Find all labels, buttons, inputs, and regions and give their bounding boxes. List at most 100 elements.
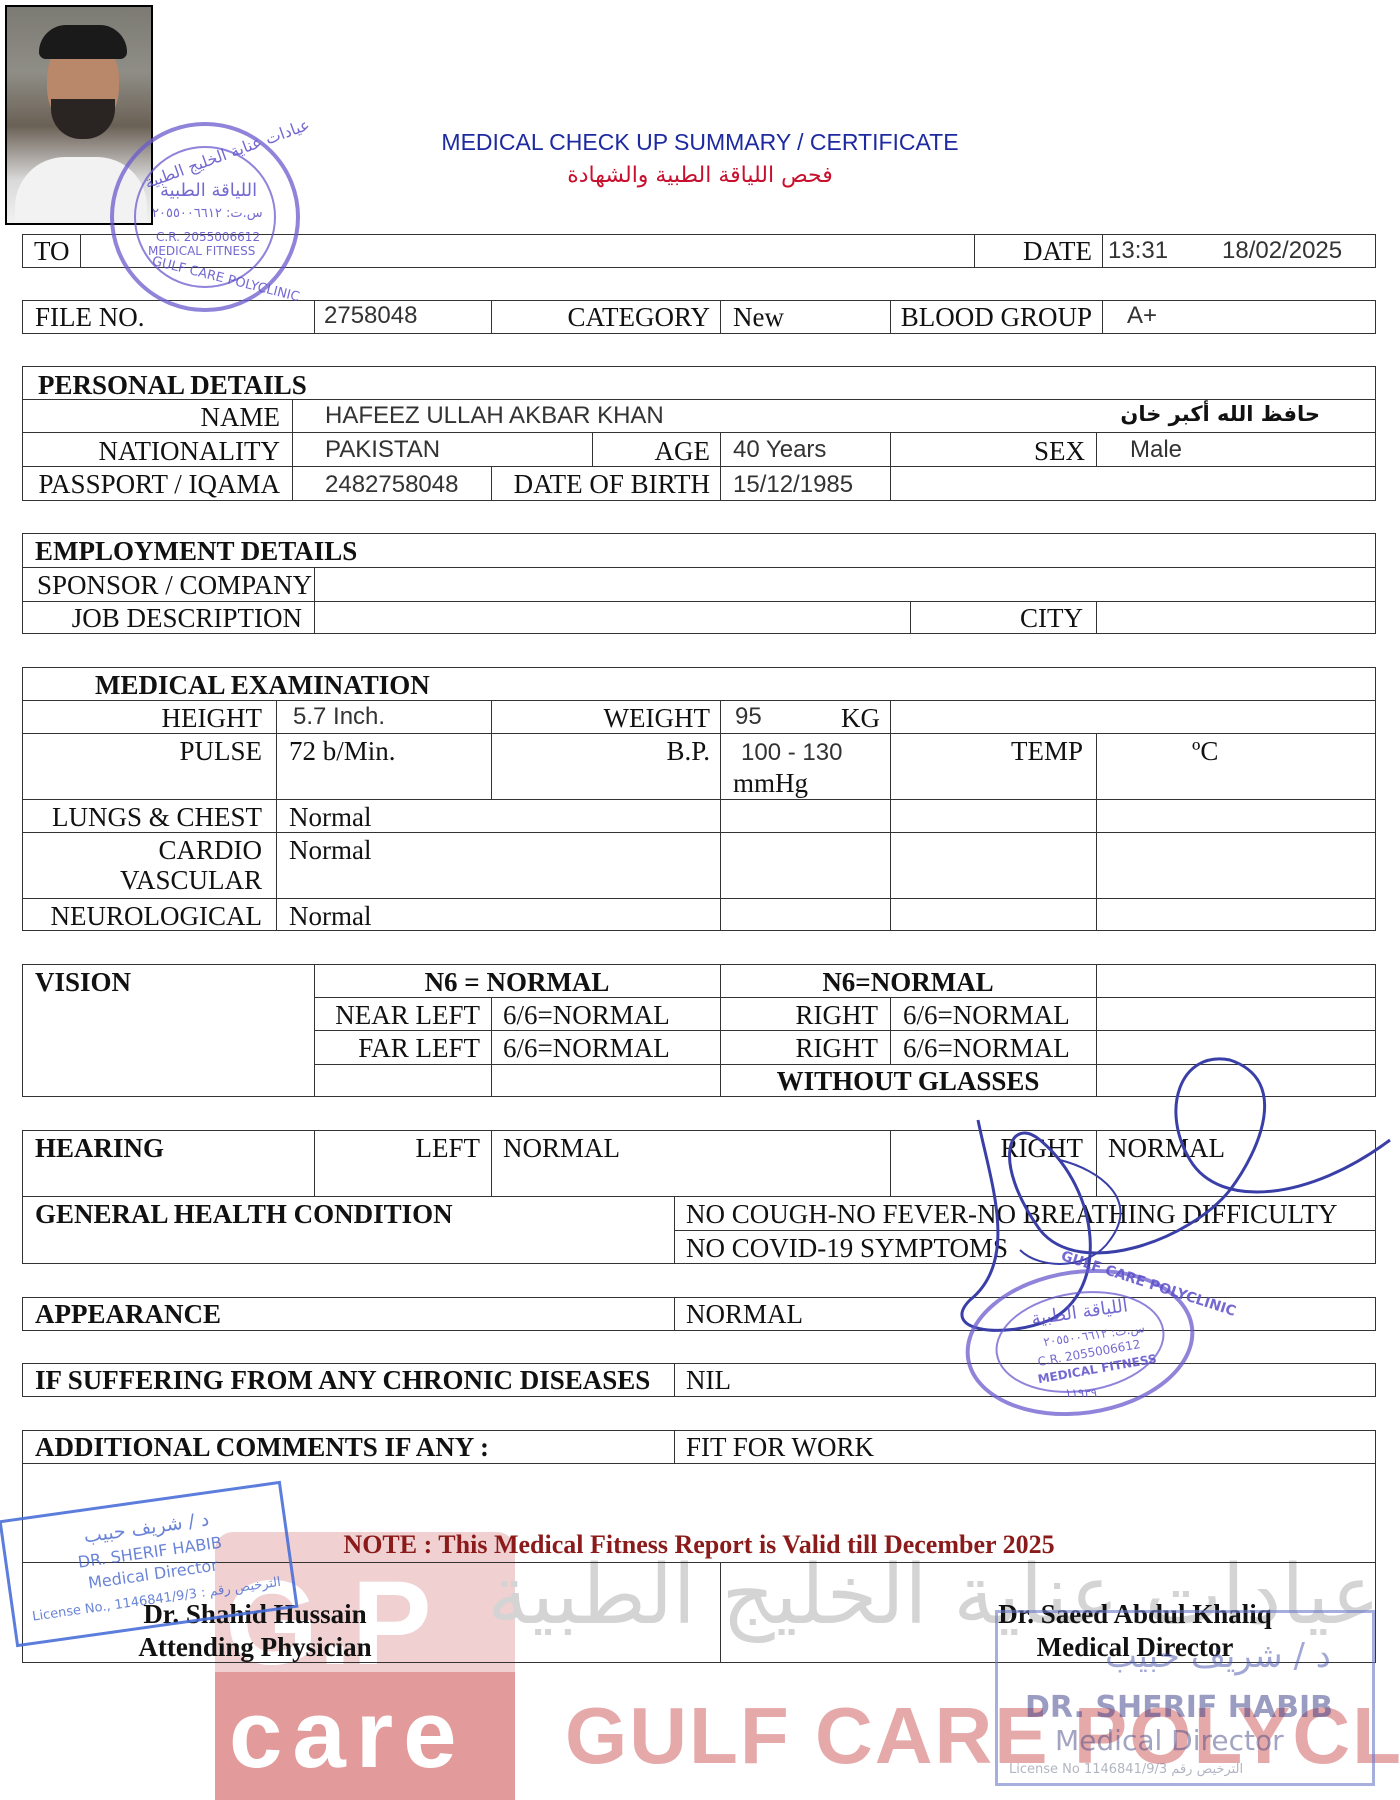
watermark-english: GULF CARE POLYCLINIC xyxy=(565,1691,1400,1780)
far-right-value: 6/6=NORMAL xyxy=(903,1033,1070,1063)
temp-unit: ºC xyxy=(1192,736,1219,766)
comments-value: FIT FOR WORK xyxy=(686,1432,875,1462)
hearing-right-value: NORMAL xyxy=(1108,1133,1226,1163)
blood-group-label: BLOOD GROUP xyxy=(900,302,1092,332)
appearance-heading: APPEARANCE xyxy=(35,1299,221,1329)
watermark-logo-bottom: care xyxy=(229,1681,467,1788)
pulse-value: 72 b/Min. xyxy=(289,736,396,766)
medical-director-name: Dr. Saeed Abdul Khaliq xyxy=(998,1599,1272,1629)
lungs-label: LUNGS & CHEST xyxy=(51,802,262,832)
certificate-title: MEDICAL CHECK UP SUMMARY / CERTIFICATE xyxy=(441,129,959,155)
personal-details-heading: PERSONAL DETAILS xyxy=(38,370,307,400)
nationality-label: NATIONALITY xyxy=(98,436,280,466)
height-label: HEIGHT xyxy=(161,703,262,733)
hearing-left-label: LEFT xyxy=(415,1133,481,1163)
category-label: CATEGORY xyxy=(567,302,710,332)
neurological-label: NEUROLOGICAL xyxy=(50,901,262,931)
date-label: DATE xyxy=(1023,236,1092,266)
age-label: AGE xyxy=(654,436,711,466)
director-signature xyxy=(960,1057,1391,1332)
clinic-stamp-top: عيادات عناية الخليج الطبية اللياقة الطبي… xyxy=(110,115,312,312)
attending-physician-name: Dr. Shahid Hussain xyxy=(143,1599,367,1629)
general-health-line2: NO COVID-19 SYMPTOMS xyxy=(686,1233,1009,1263)
stamp-top-arabic-3: س.ت: ٢٠٥٥٠٠٦٦١٢ xyxy=(152,206,263,221)
near-right-label: RIGHT xyxy=(795,1000,879,1030)
stamp-right-name: DR. SHERIF HABIB xyxy=(1025,1690,1334,1725)
weight-unit: KG xyxy=(841,703,880,733)
near-right-value: 6/6=NORMAL xyxy=(903,1000,1070,1030)
without-glasses-label: WITHOUT GLASSES xyxy=(776,1066,1040,1096)
name-value: HAFEEZ ULLAH AKBAR KHAN xyxy=(325,402,664,429)
far-right-label: RIGHT xyxy=(795,1033,879,1063)
medical-director-title: Medical Director xyxy=(1036,1632,1234,1662)
time-value: 13:31 xyxy=(1108,237,1169,264)
weight-label: WEIGHT xyxy=(603,703,710,733)
date-value: 18/02/2025 xyxy=(1222,237,1343,264)
vision-left-header: N6 = NORMAL xyxy=(424,967,610,997)
vision-heading: VISION xyxy=(35,967,132,997)
stamp-top-mf: MEDICAL FITNESS xyxy=(148,244,256,258)
weight-value: 95 xyxy=(735,703,762,730)
height-value: 5.7 Inch. xyxy=(293,703,386,730)
temp-label: TEMP xyxy=(1010,736,1083,766)
near-left-value: 6/6=NORMAL xyxy=(503,1000,670,1030)
general-health-line1: NO COUGH-NO FEVER-NO BREATHING DIFFICULT… xyxy=(686,1199,1338,1229)
near-left-label: NEAR LEFT xyxy=(335,1000,480,1030)
appearance-value: NORMAL xyxy=(686,1299,804,1329)
director-stamp-right: د / شريف حبيب DR. SHERIF HABIB Medical D… xyxy=(995,1610,1380,1790)
lungs-value: Normal xyxy=(289,802,372,832)
bp-label: B.P. xyxy=(666,736,710,766)
sponsor-label: SPONSOR / COMPANY xyxy=(37,570,313,600)
category-value: New xyxy=(733,302,784,332)
city-label: CITY xyxy=(1020,603,1083,633)
hearing-heading: HEARING xyxy=(35,1133,165,1163)
age-value: 40 Years xyxy=(733,436,827,463)
to-date-row xyxy=(22,234,1376,268)
file-no-value: 2758048 xyxy=(324,302,418,329)
personal-details-table xyxy=(22,366,1376,501)
name-arabic: حافظ الله أكبر خان xyxy=(1120,402,1320,426)
comments-heading: ADDITIONAL COMMENTS IF ANY : xyxy=(35,1432,490,1462)
passport-value: 2482758048 xyxy=(325,471,459,498)
chronic-disease-row xyxy=(22,1363,1376,1397)
chronic-disease-heading: IF SUFFERING FROM ANY CHRONIC DISEASES xyxy=(35,1365,651,1395)
stamp-right-license: License No 1146841/9/3 الترخيص رقم xyxy=(1009,1762,1244,1777)
nationality-value: PAKISTAN xyxy=(325,436,441,463)
stamp-top-cr: C.R. 2055006612 xyxy=(156,230,261,244)
certificate-title-arabic: فحص اللياقة الطبية والشهادة xyxy=(567,163,833,188)
hearing-left-value: NORMAL xyxy=(503,1133,621,1163)
far-left-value: 6/6=NORMAL xyxy=(503,1033,670,1063)
stamp-top-arabic-2: اللياقة الطبية xyxy=(160,180,258,201)
neurological-value: Normal xyxy=(289,901,372,931)
watermark-logo: G.P care xyxy=(215,1532,515,1800)
stamp-right-arabic-name: د / شريف حبيب xyxy=(1105,1636,1331,1676)
cardio-label: CARDIO xyxy=(158,835,262,865)
medical-examination-heading: MEDICAL EXAMINATION xyxy=(95,670,430,700)
comments-signature-block xyxy=(22,1430,1376,1663)
watermark-arabic: عيادات عناية الخليج الطبية xyxy=(487,1548,1380,1643)
dob-value: 15/12/1985 xyxy=(733,471,854,498)
stamp-center-num: ١١٩٣٩ xyxy=(1065,1386,1098,1400)
stamp-right-title: Medical Director xyxy=(1055,1724,1284,1757)
chronic-disease-value: NIL xyxy=(686,1365,731,1395)
cardio-value: Normal xyxy=(289,835,372,865)
bp-unit: mmHg xyxy=(733,768,809,798)
dob-label: DATE OF BIRTH xyxy=(513,469,710,499)
bp-value: 100 - 130 xyxy=(741,739,843,766)
blood-group-value: A+ xyxy=(1127,302,1158,329)
employment-details-table xyxy=(22,533,1376,634)
file-no-label: FILE NO. xyxy=(35,302,145,332)
pulse-label: PULSE xyxy=(179,736,262,766)
appearance-row xyxy=(22,1297,1376,1331)
job-description-label: JOB DESCRIPTION xyxy=(71,603,302,633)
vision-right-header: N6=NORMAL xyxy=(822,967,994,997)
watermark-logo-top: G.P xyxy=(225,1556,432,1690)
file-row xyxy=(22,300,1376,334)
name-label: NAME xyxy=(200,402,281,432)
vascular-label: VASCULAR xyxy=(119,865,262,895)
employment-details-heading: EMPLOYMENT DETAILS xyxy=(35,536,358,566)
attending-physician-title: Attending Physician xyxy=(138,1632,372,1662)
validity-note: NOTE : This Medical Fitness Report is Va… xyxy=(343,1530,1055,1559)
sex-value: Male xyxy=(1130,436,1183,463)
general-health-heading: GENERAL HEALTH CONDITION xyxy=(35,1199,453,1229)
